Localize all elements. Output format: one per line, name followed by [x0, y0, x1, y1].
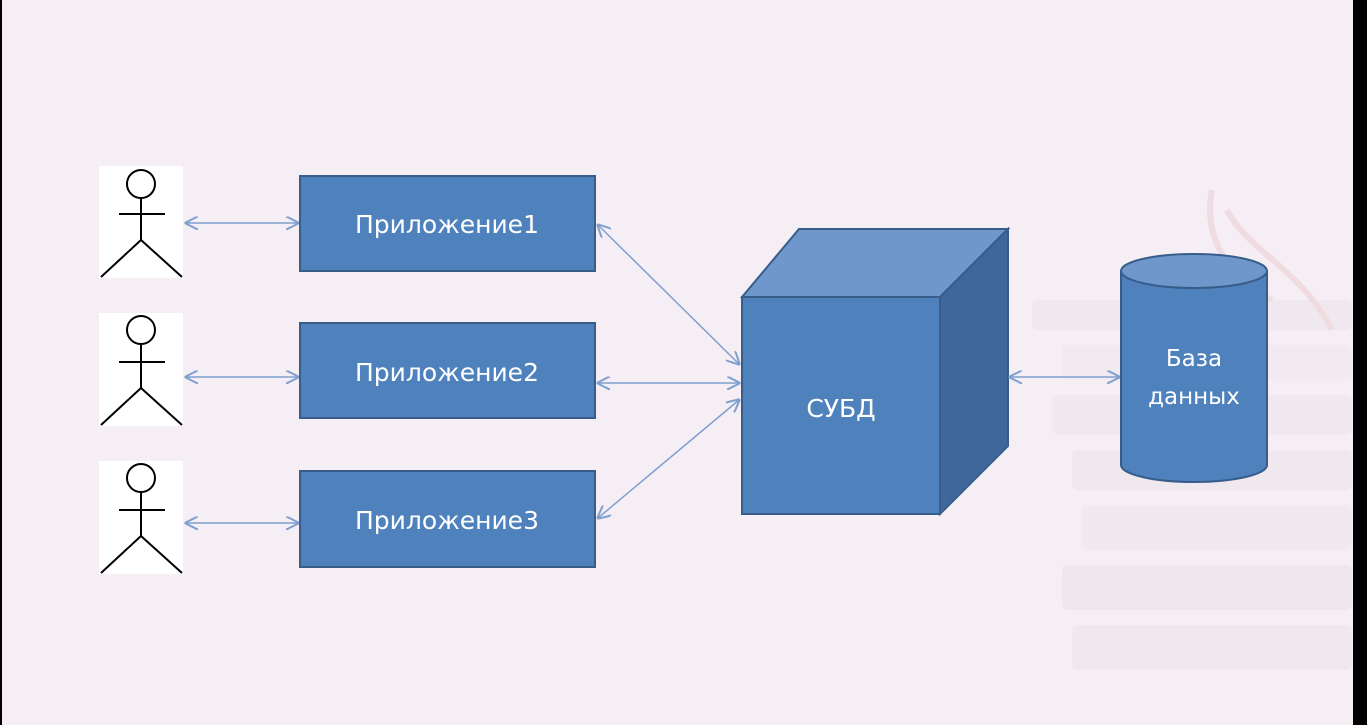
user-actor-icon	[100, 169, 183, 278]
application-label-2: Приложение2	[355, 358, 539, 387]
database-cylinder: База данных	[1120, 253, 1268, 483]
actor-2	[99, 313, 183, 426]
database-label-line1: База	[1166, 346, 1222, 372]
application-label-1: Приложение1	[355, 210, 539, 239]
database-label-line2: данных	[1148, 384, 1240, 410]
arrow-app3-dbms	[598, 400, 739, 518]
application-box-1: Приложение1	[299, 175, 596, 272]
user-actor-icon	[100, 463, 183, 574]
actor-3	[99, 461, 183, 574]
application-label-3: Приложение3	[355, 506, 539, 535]
user-actor-icon	[100, 315, 183, 426]
dbms-label: СУБД	[806, 394, 875, 423]
actor-1	[99, 166, 183, 278]
dbms-cube: СУБД	[739, 226, 1011, 517]
application-box-2: Приложение2	[299, 322, 596, 419]
arrow-app1-dbms	[598, 225, 739, 364]
application-box-3: Приложение3	[299, 470, 596, 568]
